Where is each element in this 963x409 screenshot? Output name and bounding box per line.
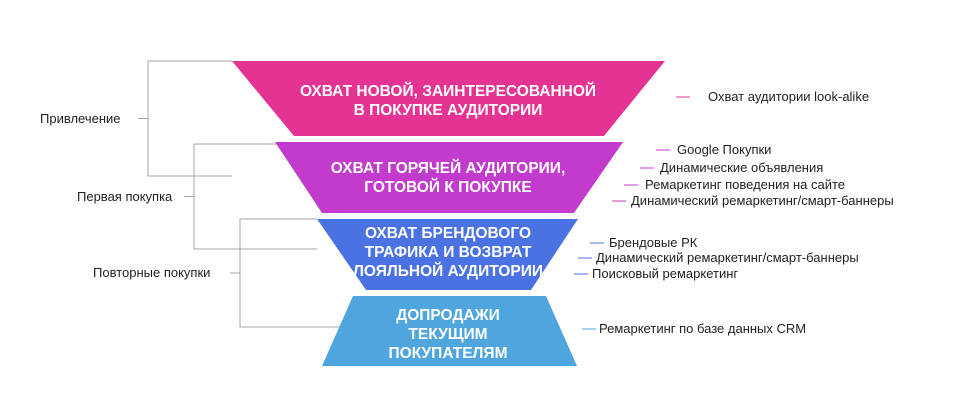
stage-1-line-1: ОХВАТ НОВОЙ, ЗАИНТЕРЕСОВАННОЙ bbox=[300, 82, 596, 100]
stage-3-line-3: ЛОЯЛЬНОЙ АУДИТОРИИ bbox=[353, 262, 543, 280]
stage-2-line-2: ГОТОВОЙ К ПОКУПКЕ bbox=[364, 178, 531, 196]
stage-3-item-3: Поисковый ремаркетинг bbox=[592, 266, 738, 281]
stage-4-line-2: ТЕКУЩИМ bbox=[408, 326, 487, 343]
stage-3-line-2: ТРАФИКА И ВОЗВРАТ bbox=[365, 244, 532, 261]
stage-3-item-2: Динамический ремаркетинг/смарт-баннеры bbox=[596, 250, 859, 265]
funnel-stage-3: ОХВАТ БРЕНДОВОГО ТРАФИКА И ВОЗВРАТ ЛОЯЛЬ… bbox=[317, 219, 578, 290]
stage-4-line-1: ДОПРОДАЖИ bbox=[396, 307, 500, 324]
stage-2-line-1: ОХВАТ ГОРЯЧЕЙ АУДИТОРИИ, bbox=[331, 159, 566, 177]
stage-3-line-1: ОХВАТ БРЕНДОВОГО bbox=[365, 225, 531, 242]
stage-4-line-3: ПОКУПАТЕЛЯМ bbox=[389, 345, 508, 362]
bracket-first-purchase bbox=[184, 143, 317, 250]
stage-1-item-1: Охват аудитории look-alike bbox=[708, 89, 869, 104]
funnel-stage-1: ОХВАТ НОВОЙ, ЗАИНТЕРЕСОВАННОЙ В ПОКУПКЕ … bbox=[232, 61, 665, 136]
stage-2-item-2: Динамические объявления bbox=[660, 160, 823, 175]
group-label-first-purchase: Первая покупка bbox=[77, 189, 173, 204]
stage-4-item-1: Ремаркетинг по базе данных CRM bbox=[599, 321, 806, 336]
funnel-stage-4: ДОПРОДАЖИ ТЕКУЩИМ ПОКУПАТЕЛЯМ bbox=[322, 296, 577, 366]
bracket-repeat-purchases bbox=[230, 218, 351, 328]
group-label-repeat-purchases: Повторные покупки bbox=[93, 265, 210, 280]
stage-1-line-2: В ПОКУПКЕ АУДИТОРИИ bbox=[354, 102, 543, 119]
stage-3-item-1: Брендовые РК bbox=[609, 235, 698, 250]
funnel-stage-2: ОХВАТ ГОРЯЧЕЙ АУДИТОРИИ, ГОТОВОЙ К ПОКУП… bbox=[275, 142, 623, 213]
group-label-attraction: Привлечение bbox=[40, 111, 121, 126]
bracket-attraction bbox=[138, 60, 232, 177]
stage-2-item-4: Динамический ремаркетинг/смарт-баннеры bbox=[631, 193, 894, 208]
stage-2-item-3: Ремаркетинг поведения на сайте bbox=[645, 177, 845, 192]
stage-2-item-1: Google Покупки bbox=[677, 142, 771, 157]
